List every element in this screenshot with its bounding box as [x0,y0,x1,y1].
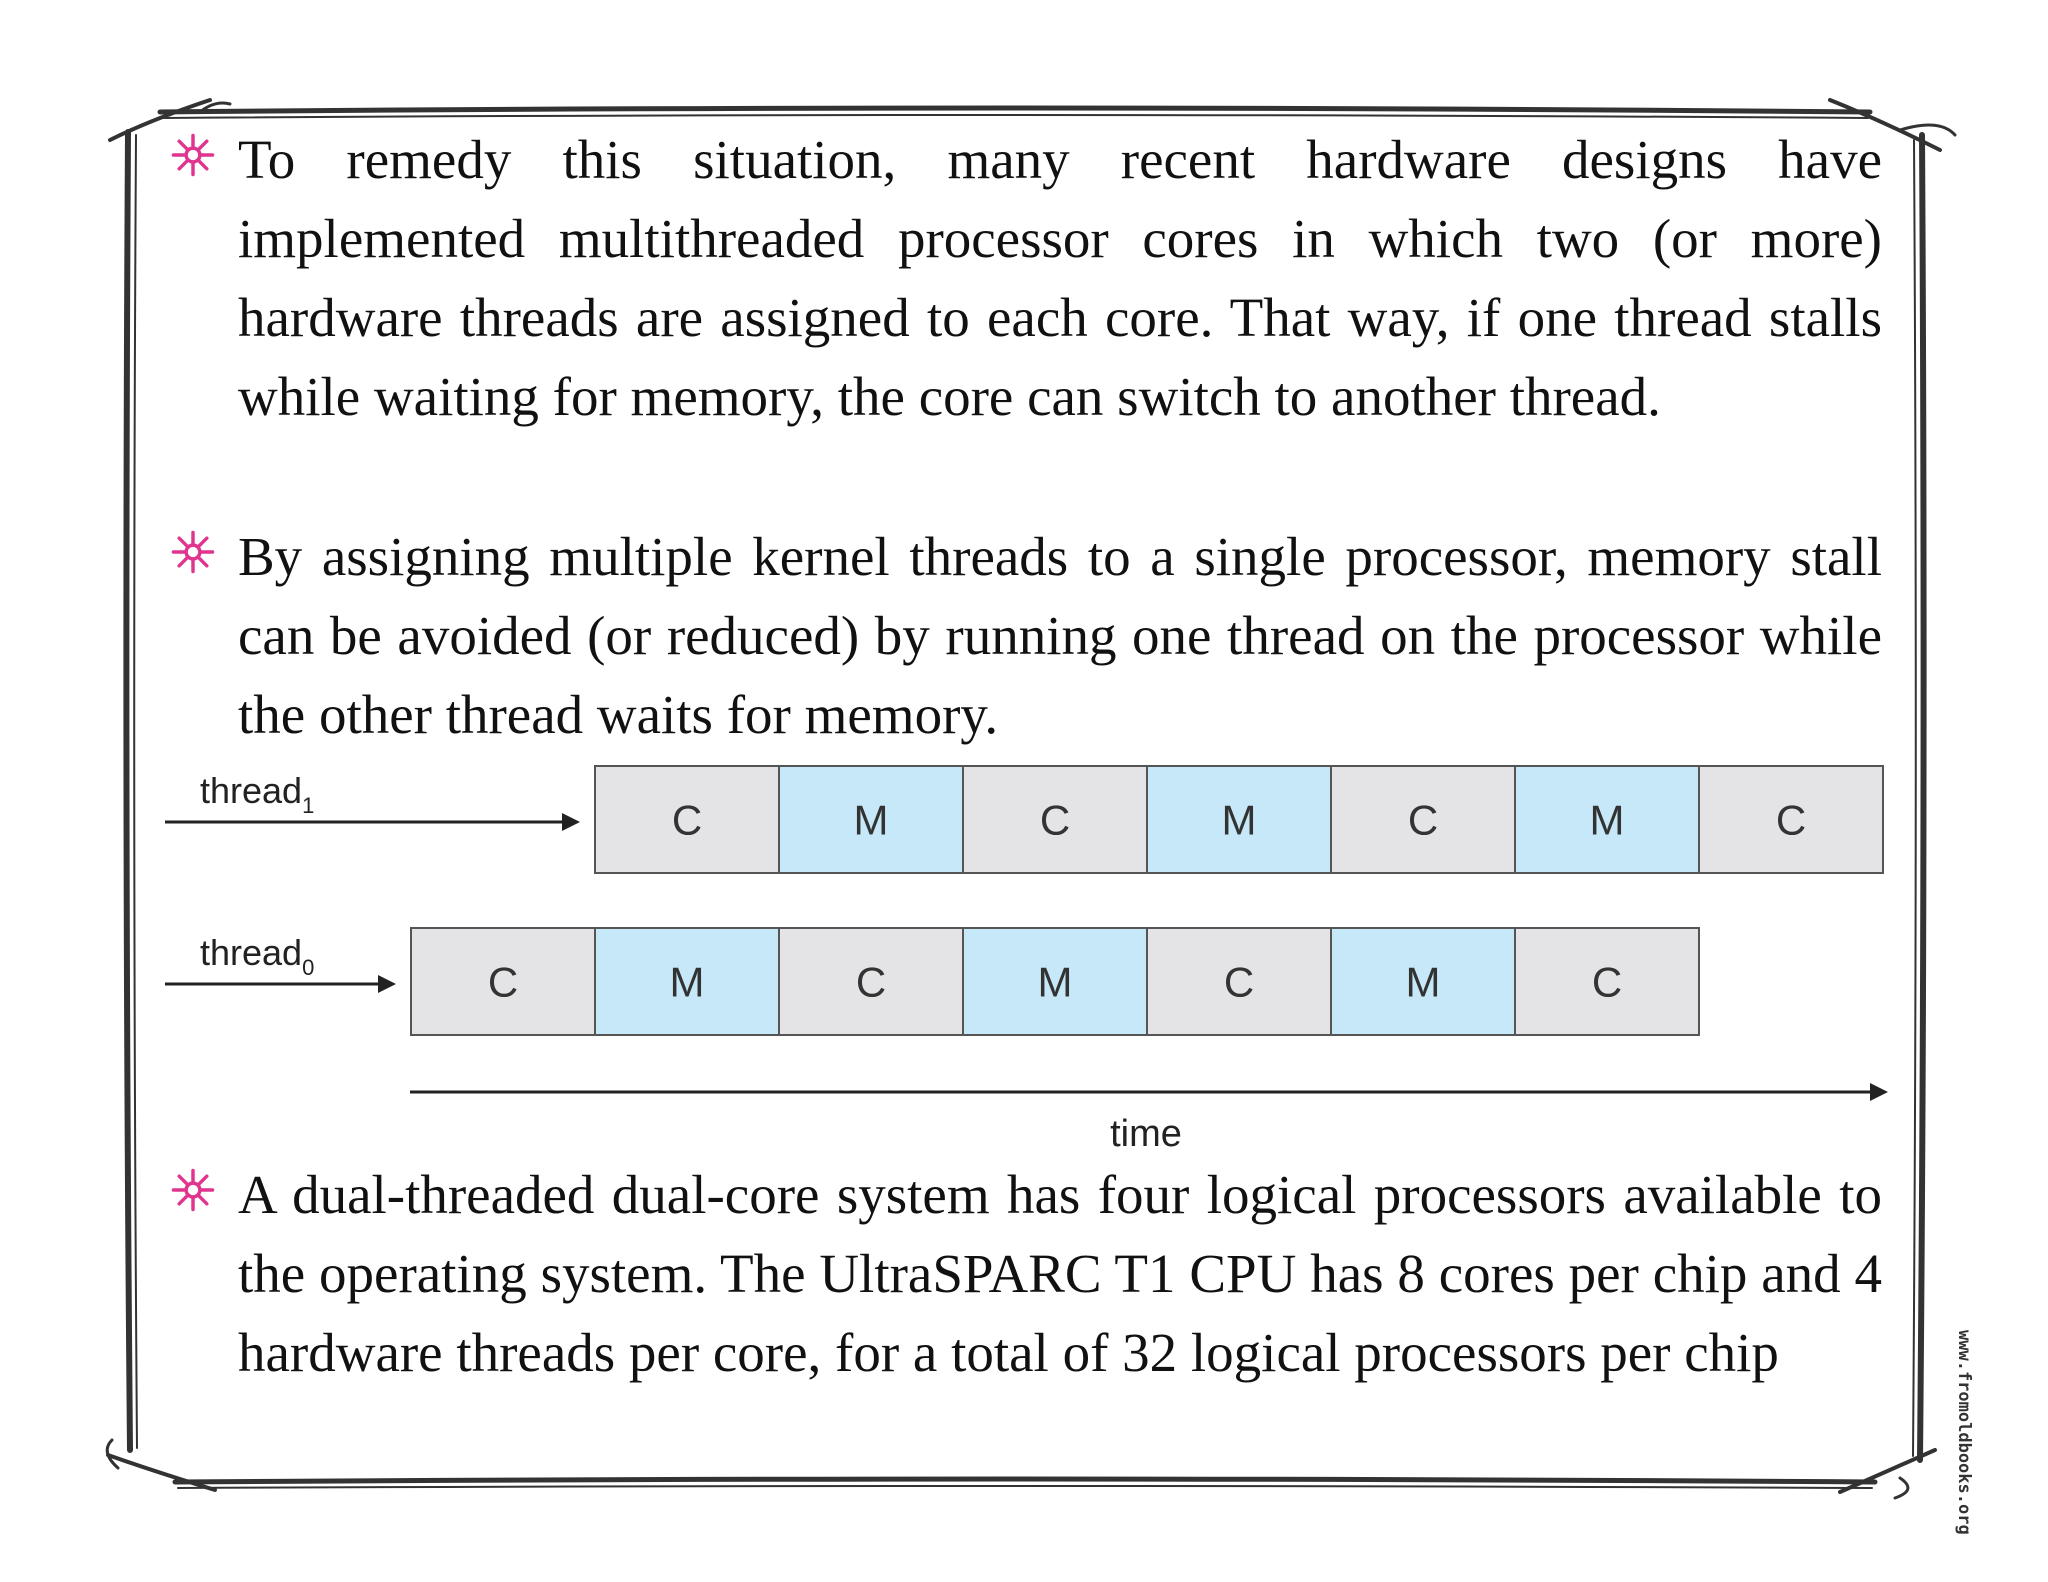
arrow-head-icon [378,975,396,993]
time-label: time [1110,1113,1182,1155]
compute-block [594,765,780,874]
block-label: M [1222,797,1257,844]
flower-bullet-icon [171,1168,215,1212]
thread-label: thread1 [200,770,314,818]
flower-bullet-icon [171,530,215,574]
compute-block [1330,765,1516,874]
memory-block [962,927,1148,1036]
block-label: C [488,959,518,1006]
flower-bullet-icon [171,133,215,177]
thread-row: thread0 C M C M C M C [165,927,1700,1036]
block-label: C [1592,959,1622,1006]
memory-block [1330,927,1516,1036]
memory-block [594,927,780,1036]
block-label: M [1406,959,1441,1006]
thread-label: thread0 [200,932,314,980]
block-label: C [1776,797,1806,844]
memory-block [1146,765,1332,874]
thread-row: thread1 C M C M C M C [165,765,1884,874]
memory-block [1514,765,1700,874]
block-label: C [1224,959,1254,1006]
block-label: M [1590,797,1625,844]
block-label: C [1040,797,1070,844]
compute-block [962,765,1148,874]
bullet-item: To remedy this situation, many recent ha… [170,120,1882,520]
time-arrow-icon [1870,1083,1888,1101]
bullet-item: A dual-threaded dual-core system has fou… [170,1155,1882,1475]
watermark: www.fromoldbooks.org [1954,1330,1974,1535]
bullet-text: By assigning multiple kernel threads to … [238,526,1882,745]
bullet-item: By assigning multiple kernel threads to … [170,517,1882,757]
compute-block [1698,765,1884,874]
compute-block [1514,927,1700,1036]
bullet-text: A dual-threaded dual-core system has fou… [238,1164,1882,1383]
block-label: M [1038,959,1073,1006]
block-label: C [856,959,886,1006]
block-label: C [672,797,702,844]
block-label: C [1408,797,1438,844]
memory-block [778,765,964,874]
block-label: M [670,959,705,1006]
bullet-text: To remedy this situation, many recent ha… [238,129,1882,427]
arrow-head-icon [562,813,580,831]
block-label: M [854,797,889,844]
